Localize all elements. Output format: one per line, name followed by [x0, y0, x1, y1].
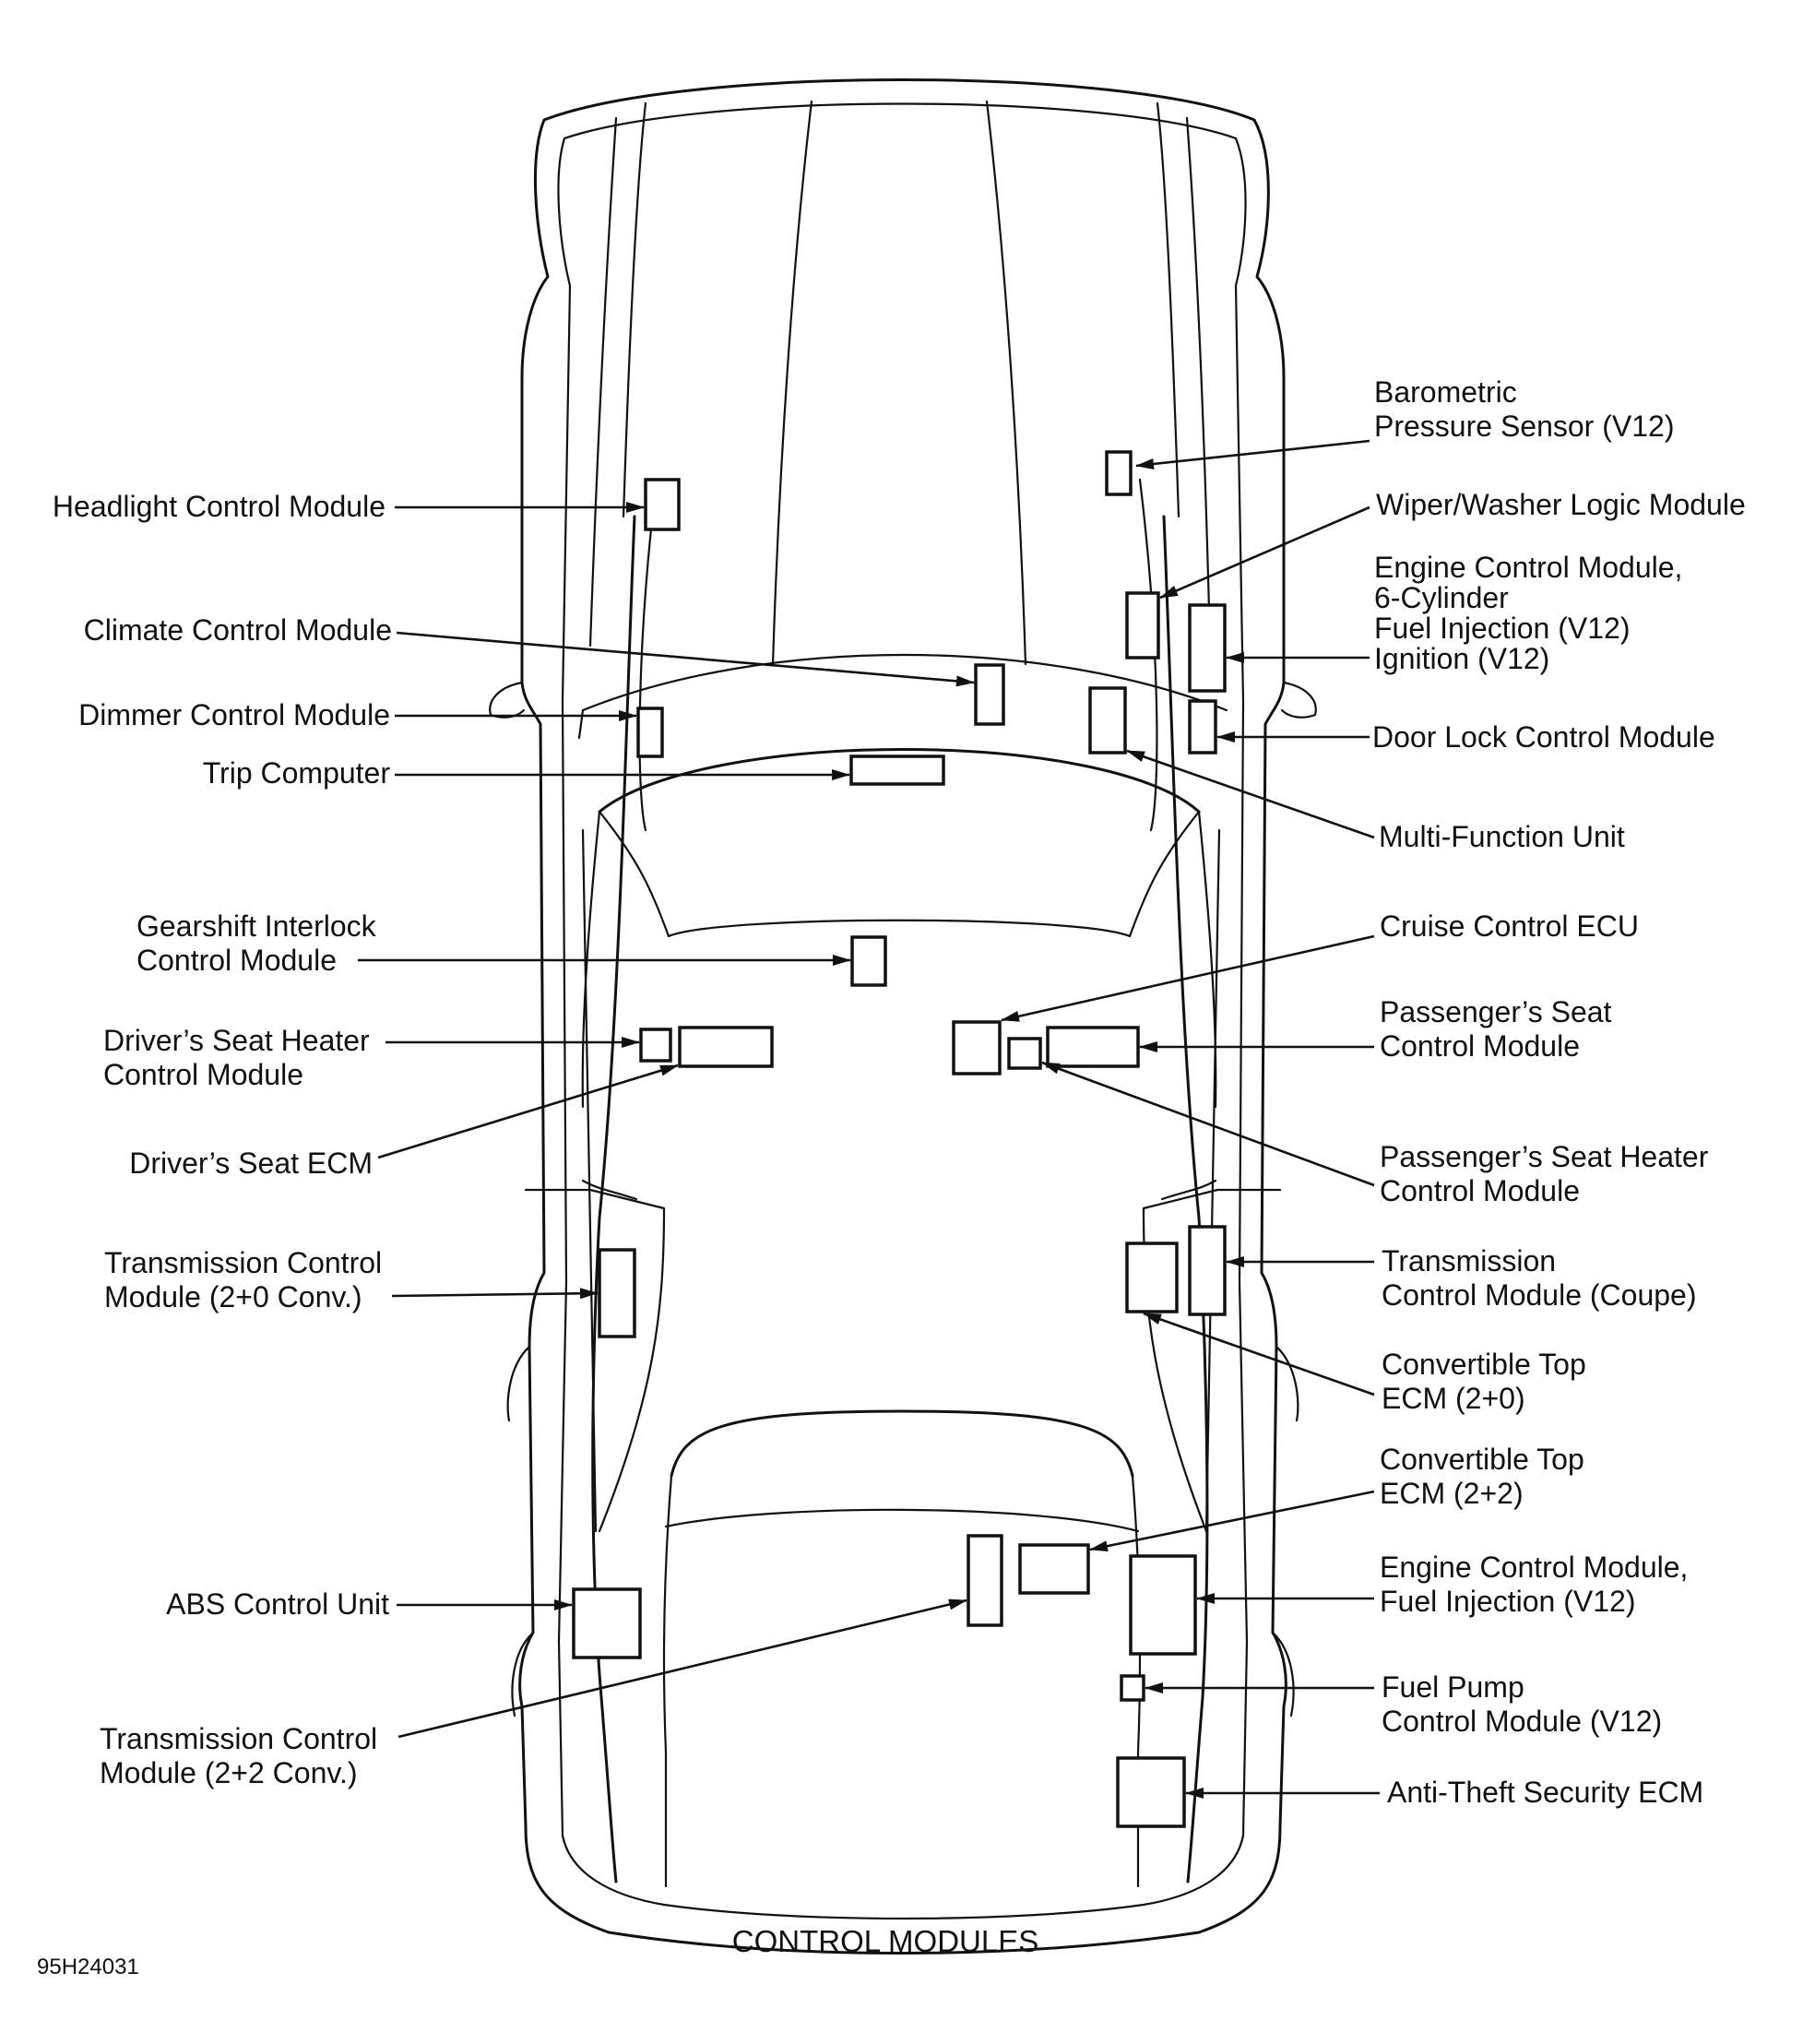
- driver-seat-ecm-box: [678, 1026, 774, 1068]
- fuel-pump-box: [1120, 1674, 1145, 1702]
- conv-22-box: [1018, 1543, 1090, 1595]
- label-ecmfi: Engine Control Module,Fuel Injection (V1…: [1380, 1551, 1688, 1618]
- module-boxes: [572, 450, 1227, 1828]
- label-multifunction: Multi-Function Unit: [1379, 820, 1625, 853]
- label-cruise: Cruise Control ECU: [1380, 909, 1639, 943]
- label-doorlock: Door Lock Control Module: [1372, 720, 1715, 754]
- figure-number: 95H24031: [37, 1955, 139, 1979]
- label-antitheft: Anti-Theft Security ECM: [1387, 1776, 1703, 1809]
- label-abs: ABS Control Unit: [166, 1587, 389, 1621]
- label-wiper: Wiper/Washer Logic Module: [1376, 488, 1746, 521]
- cruise-ecu-box: [952, 1020, 1002, 1075]
- headlight-module-box: [644, 478, 681, 531]
- ecm6-box: [1188, 603, 1227, 693]
- label-climate: Climate Control Module: [84, 613, 392, 647]
- label-dimmer: Dimmer Control Module: [78, 698, 390, 731]
- label-driverecm: Driver’s Seat ECM: [129, 1147, 373, 1180]
- conv-20-box: [1125, 1242, 1179, 1313]
- label-headlight: Headlight Control Module: [53, 490, 386, 523]
- gearshift-module-box: [850, 935, 887, 987]
- barometric-sensor-box: [1105, 450, 1133, 496]
- pass-heater-box: [1007, 1037, 1042, 1070]
- leader-lines: [358, 439, 1380, 1799]
- multifunction-box: [1088, 686, 1127, 755]
- anti-theft-box: [1116, 1756, 1186, 1828]
- climate-module-box: [974, 663, 1005, 726]
- tcm-coupe-box: [1188, 1225, 1227, 1316]
- diagram-caption: CONTROL MODULES: [732, 1924, 1038, 1958]
- tcm-20-box: [598, 1248, 636, 1338]
- pass-seat-box: [1046, 1026, 1140, 1068]
- driver-heater-box: [639, 1028, 672, 1063]
- trip-computer-box: [849, 755, 945, 786]
- dimmer-module-box: [636, 707, 664, 758]
- doorlock-module-box: [1188, 699, 1217, 755]
- tcm-22-box: [967, 1534, 1003, 1627]
- label-trip: Trip Computer: [203, 756, 391, 790]
- abs-unit-box: [572, 1587, 642, 1659]
- ecm-fi-box: [1129, 1554, 1197, 1656]
- car-body-outline: [489, 78, 1317, 1955]
- wiper-module-box: [1125, 591, 1160, 660]
